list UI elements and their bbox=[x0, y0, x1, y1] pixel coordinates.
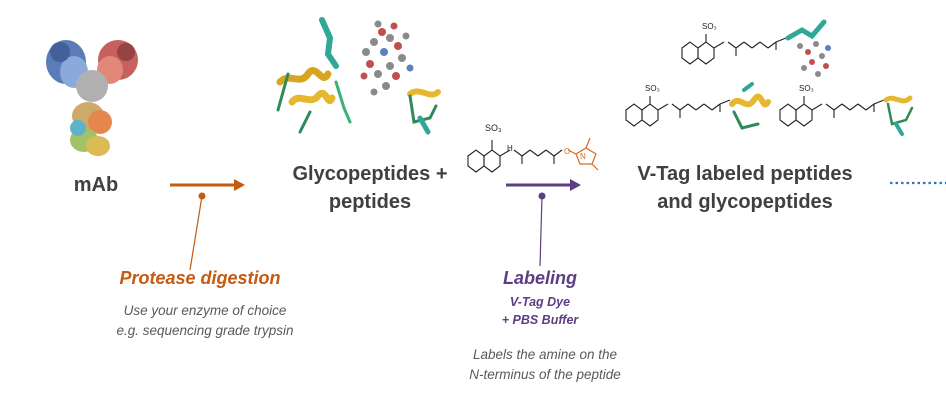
so3-label: SO₃ bbox=[485, 123, 502, 133]
stage-glycopeptides-line1: Glycopeptides + bbox=[292, 163, 448, 185]
protease-digestion-title: Protease digestion bbox=[119, 268, 281, 288]
arrow-digestion bbox=[170, 179, 245, 191]
labeling-note: Labels the amine on the N-terminus of th… bbox=[430, 345, 660, 384]
succinimide-n-label: N bbox=[580, 152, 586, 161]
right-so3-label: SO₃ bbox=[799, 84, 814, 93]
peptide-ribbon-image bbox=[276, 17, 441, 135]
v-tag-dye-structure bbox=[467, 137, 599, 173]
ester-o-label: O bbox=[564, 147, 571, 156]
labeling-note-line1: Labels the amine on the bbox=[472, 347, 618, 362]
callout-line-labeling bbox=[538, 192, 546, 267]
stage-glycopeptides-label: Glycopeptides + peptides bbox=[260, 160, 480, 216]
top-so3-label: SO₃ bbox=[702, 22, 717, 31]
callout-line-digestion bbox=[189, 192, 206, 271]
arrow-labeling bbox=[506, 179, 581, 191]
digestion-note-line2: e.g. sequencing grade trypsin bbox=[116, 322, 294, 338]
stage-glycopeptides-line2: peptides bbox=[328, 191, 412, 213]
stage-vtag-line2: and glycopeptides bbox=[657, 191, 833, 213]
stage-mab-label: mAb bbox=[73, 174, 119, 196]
labeling-reagent-line1: V-Tag Dye bbox=[509, 295, 571, 309]
labeling-note-line2: N-terminus of the peptide bbox=[469, 366, 621, 382]
nh-label: H bbox=[507, 144, 513, 153]
stage-vtag-line1: V-Tag labeled peptides bbox=[637, 163, 853, 185]
digestion-note: Use your enzyme of choice e.g. sequencin… bbox=[90, 301, 320, 340]
continuation-dotted-line bbox=[890, 181, 946, 185]
digestion-note-line1: Use your enzyme of choice bbox=[123, 303, 287, 318]
labeling-reagent-line2: + PBS Buffer bbox=[501, 313, 579, 328]
stage-vtag-label: V-Tag labeled peptides and glycopeptides bbox=[620, 160, 870, 216]
labeling-title: Labeling bbox=[502, 268, 577, 288]
left-so3-label: SO₃ bbox=[645, 84, 660, 93]
labeling-reagents: V-Tag Dye + PBS Buffer bbox=[470, 293, 610, 329]
antibody-structure-image bbox=[46, 40, 138, 156]
labeled-peptide-structure bbox=[625, 19, 914, 136]
